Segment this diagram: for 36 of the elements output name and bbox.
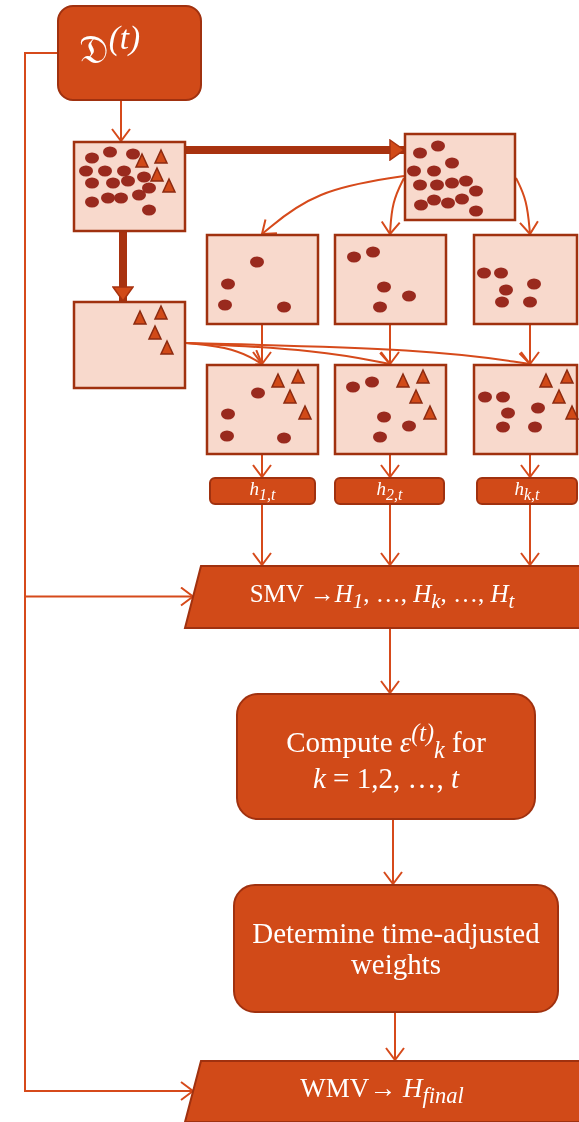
scatter-box <box>206 234 319 325</box>
arrow <box>380 504 400 566</box>
io-parallelogram: SMV →H$_{1}$, …, H$_{k}$, …, H$_{t}$ <box>185 565 579 628</box>
process-box: h$_{k,t}$ <box>476 477 578 505</box>
arrow <box>111 100 131 142</box>
scatter-box <box>206 364 319 455</box>
process-box: Determine time-adjusted weights <box>233 884 559 1013</box>
scatter-box <box>473 364 578 455</box>
scatter-box <box>473 234 578 325</box>
scatter-box <box>334 234 447 325</box>
arrow <box>380 177 405 235</box>
arrow <box>520 324 540 365</box>
arrow <box>385 1012 405 1061</box>
process-box: h$_{1,t}$ <box>209 477 316 505</box>
scatter-box <box>404 133 516 221</box>
arrow <box>380 454 400 478</box>
arrow <box>380 627 400 694</box>
arrow <box>252 324 272 365</box>
arrow <box>252 504 272 566</box>
arrow <box>261 175 405 235</box>
io-parallelogram: WMV→ H$_{final}$ <box>185 1060 579 1122</box>
arrow <box>24 52 194 1101</box>
arrow <box>515 177 539 235</box>
process-box: 𝔇$^{(t)}$ <box>57 5 202 101</box>
arrow <box>520 454 540 478</box>
arrow <box>380 324 400 365</box>
block-arrow <box>112 232 134 302</box>
arrow <box>252 454 272 478</box>
scatter-box <box>73 301 186 389</box>
block-arrow <box>186 139 405 161</box>
scatter-box <box>334 364 447 455</box>
process-box: Compute ε$^{(t)}$$_{k}$ for k = 1,2, …, t <box>236 693 536 820</box>
arrow <box>383 819 403 885</box>
process-box: h$_{2,t}$ <box>334 477 445 505</box>
scatter-box <box>73 141 186 232</box>
arrow <box>520 504 540 566</box>
